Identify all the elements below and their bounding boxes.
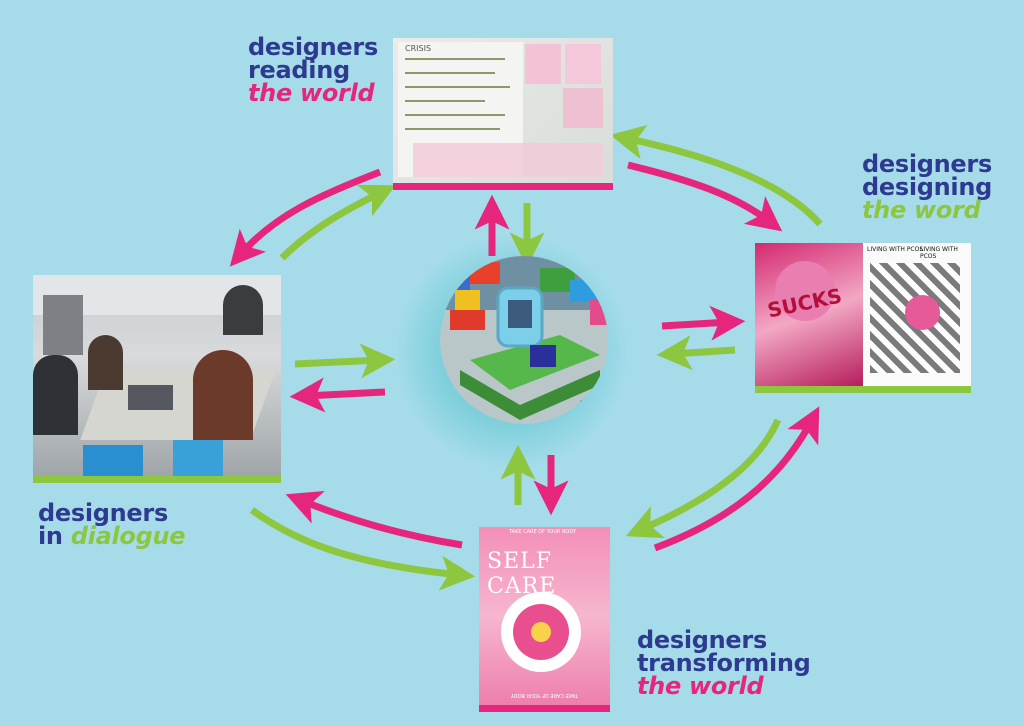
magazine-bottom-text: TAKE CARE OF YOUR BODY: [511, 692, 578, 698]
poster-caption-1: LIVING WITH PCOS: [867, 246, 924, 253]
label-designing: designers designing the word: [862, 150, 993, 224]
arrow-poster-to-center: [656, 335, 736, 371]
magazine-title: SELF CARE: [487, 549, 557, 599]
pcos-poster: SUCKS LIVING WITH PCOS LIVING WITH PCOS: [755, 243, 971, 387]
label-designing-line1: designers: [862, 150, 992, 178]
magazine-top-text: TAKE CARE OF YOUR BODY: [509, 529, 576, 535]
arrow-class-to-center: [294, 343, 396, 379]
label-transforming-line3: the world: [637, 672, 764, 700]
label-transforming-line2: transforming: [637, 649, 811, 677]
label-dialogue-line1: designers: [38, 499, 168, 527]
arrow-class-to-whiteboard: [279, 184, 396, 261]
arrow-class-to-magazine: [249, 507, 476, 591]
whiteboard-underline: [393, 183, 613, 190]
label-transforming: designers transforming the world: [637, 626, 811, 700]
arrow-poster-to-magazine: [625, 418, 782, 539]
whiteboard-heading: CRISIS: [405, 44, 432, 53]
whiteboard-photo: CRISIS: [393, 38, 613, 185]
poster-caption-2: LIVING WITH PCOS: [920, 246, 958, 260]
label-designing-line3: the word: [862, 196, 981, 224]
arrow-whiteboard-to-poster: [627, 161, 783, 232]
label-dialogue-line2b: dialogue: [70, 522, 186, 550]
arrow-center-to-class: [289, 377, 386, 413]
self-care-magazine: TAKE CARE OF YOUR BODY SELF CARE TAKE CA…: [479, 527, 610, 705]
arrow-magazine-to-class: [285, 491, 463, 549]
poster-underline: [755, 386, 971, 393]
label-reading-line2: reading: [248, 56, 350, 84]
arrow-poster-to-whiteboard: [609, 124, 823, 227]
label-reading-line3: the world: [248, 79, 375, 107]
label-dialogue-line2a: in: [38, 522, 71, 550]
arrow-center-to-poster: [661, 305, 746, 341]
label-dialogue: designers in dialogue: [38, 499, 186, 550]
magazine-underline: [479, 705, 610, 712]
arrow-whiteboard-to-class: [229, 168, 382, 267]
label-transforming-line1: designers: [637, 626, 767, 654]
label-reading-line1: designers: [248, 33, 378, 61]
classroom-underline: [33, 476, 281, 483]
label-designing-line2: designing: [862, 173, 993, 201]
label-reading: designers reading the world: [248, 33, 378, 107]
classroom-photo: [33, 275, 281, 478]
arrow-magazine-to-poster: [653, 406, 820, 552]
